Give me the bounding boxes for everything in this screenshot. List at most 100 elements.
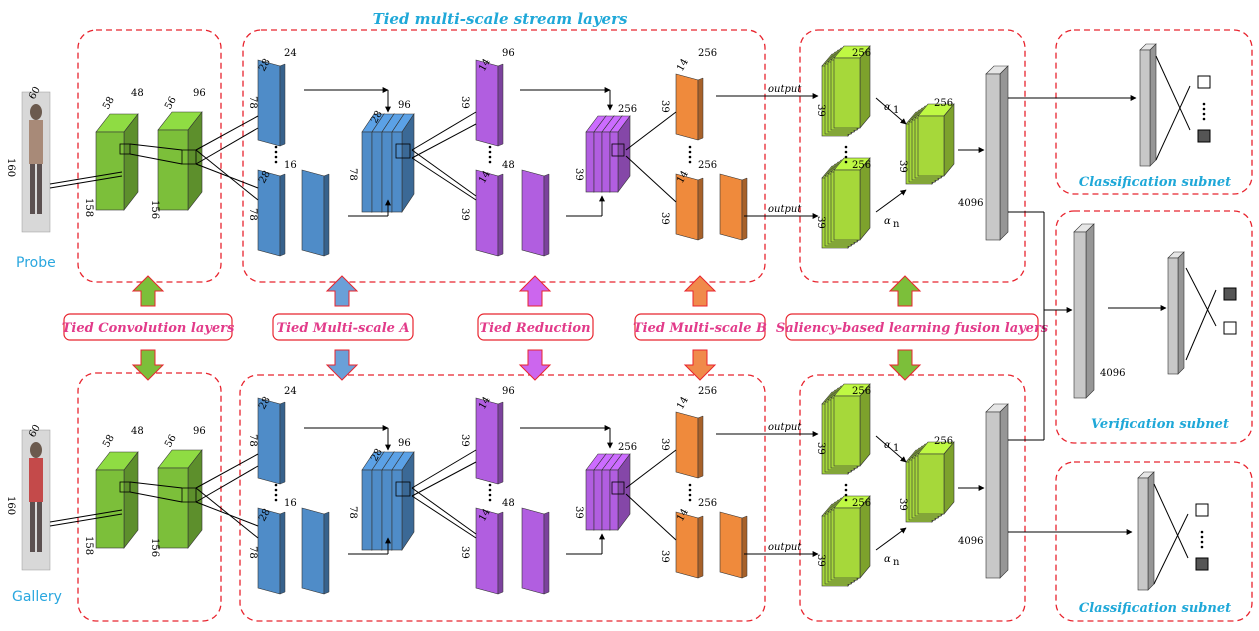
block-front: [833, 57, 861, 129]
connection-line: [411, 449, 477, 489]
connection-line: [195, 149, 259, 201]
reduction-height-label: 39: [459, 208, 470, 221]
slab-edge: [323, 511, 330, 595]
classification-subnet-top: [1197, 75, 1211, 143]
reduction-top-depth-label: 96: [502, 48, 515, 59]
block-front: [391, 131, 403, 213]
conv2-block: [157, 449, 203, 549]
ellipsis-dot: [488, 498, 492, 502]
dark-square-icon: [1195, 557, 1209, 571]
ellipsis-dot: [844, 488, 848, 492]
person-torso: [29, 120, 43, 164]
connection-line: [195, 127, 259, 165]
fusion-stack-top: [833, 383, 871, 467]
msb-width-label: 14: [675, 57, 691, 74]
person-leg: [37, 164, 42, 214]
connection-line: [411, 149, 477, 197]
block-side: [1177, 251, 1185, 375]
slab-edge: [543, 511, 550, 595]
block-side: [999, 403, 1009, 579]
connection-line: [411, 495, 477, 539]
ellipsis-dot: [488, 488, 492, 492]
receptive-field: [119, 143, 131, 155]
block-arrow-icon: [683, 275, 717, 307]
classifier-line: [1153, 513, 1189, 585]
block-front: [833, 395, 861, 467]
reduction-concat-layer: [609, 115, 631, 193]
msb-height-label: 39: [659, 550, 670, 563]
connection-line: [195, 163, 259, 189]
slab-edge: [279, 173, 286, 257]
white-square-icon: [1195, 503, 1209, 517]
receptive-field: [395, 143, 411, 159]
block-front: [1167, 257, 1179, 375]
block-front: [917, 453, 945, 515]
msa-concat-depth-label: 96: [398, 100, 411, 111]
block-front: [371, 469, 383, 551]
ellipsis-dot: [274, 488, 278, 492]
verification-subnet-label: Verification subnet: [1091, 417, 1229, 432]
block-side: [1147, 471, 1155, 591]
ellipsis-dot: [274, 155, 278, 159]
msa-slab-top: [257, 59, 286, 147]
block-front: [833, 507, 861, 579]
reduction-concat-height-label: 39: [573, 168, 584, 181]
conv1-width-label: 58: [101, 95, 117, 112]
slab-edge: [543, 173, 550, 257]
ellipsis-dot: [488, 150, 492, 154]
image-height-label: 160: [5, 496, 16, 515]
verification-fc2: [1167, 251, 1185, 375]
classifier-line: [1185, 267, 1217, 327]
block-front: [371, 131, 383, 213]
fusion-bottom-height-label: 39: [815, 216, 826, 229]
msa-height-label: 78: [247, 208, 258, 221]
classification-subnet-top-label: Classification subnet: [1079, 175, 1231, 190]
block-front: [593, 131, 603, 193]
msa-height-label: 78: [247, 546, 258, 559]
slab-face: [475, 59, 499, 147]
slab-edge: [697, 415, 704, 479]
connection-line: [49, 509, 123, 523]
output-label-bottom: output: [768, 542, 802, 553]
conv2-height-label: 156: [149, 200, 160, 219]
tied-msb-box: [634, 313, 766, 341]
fc-layer: [985, 65, 1009, 241]
connection-line: [411, 461, 477, 497]
connection-line: [195, 115, 259, 151]
fused-map: [917, 441, 955, 515]
slab-edge: [497, 63, 504, 147]
person-leg: [30, 502, 35, 552]
ellipsis-dot: [1200, 545, 1204, 549]
slab-edge: [497, 173, 504, 257]
msb-slab-bottom-b: [719, 511, 748, 579]
ellipsis-dot: [688, 483, 692, 487]
connection-line: [49, 171, 123, 185]
tied-fusion-label: Saliency-based learning fusion layers: [776, 321, 1049, 336]
fusion-top-depth-label: 256: [852, 386, 871, 397]
slab-face: [675, 73, 699, 141]
ellipsis-dot: [488, 155, 492, 159]
msa-bottom-depth-label: 16: [284, 160, 297, 171]
ellipsis-dot: [1200, 535, 1204, 539]
slab-face: [521, 169, 545, 257]
block-front: [157, 467, 189, 549]
ellipsis-dot: [688, 155, 692, 159]
conv1-block: [95, 451, 139, 549]
ellipsis-dot: [274, 483, 278, 487]
fusion-bottom-depth-label: 256: [852, 160, 871, 171]
fusion-top-height-label: 39: [815, 104, 826, 117]
probe-label: Probe: [16, 255, 56, 271]
block-arrow-icon: [888, 349, 922, 381]
reduction-height-label: 39: [459, 96, 470, 109]
connection-line: [411, 487, 477, 535]
slab-edge: [279, 511, 286, 595]
slab-edge: [497, 511, 504, 595]
fusion-region-top: [799, 29, 1026, 283]
fusion-region-bottom: [799, 374, 1026, 622]
slab-face: [521, 507, 545, 595]
person-image: [21, 429, 51, 571]
person-leg: [30, 164, 35, 214]
msa-top-depth-label: 24: [284, 48, 297, 59]
